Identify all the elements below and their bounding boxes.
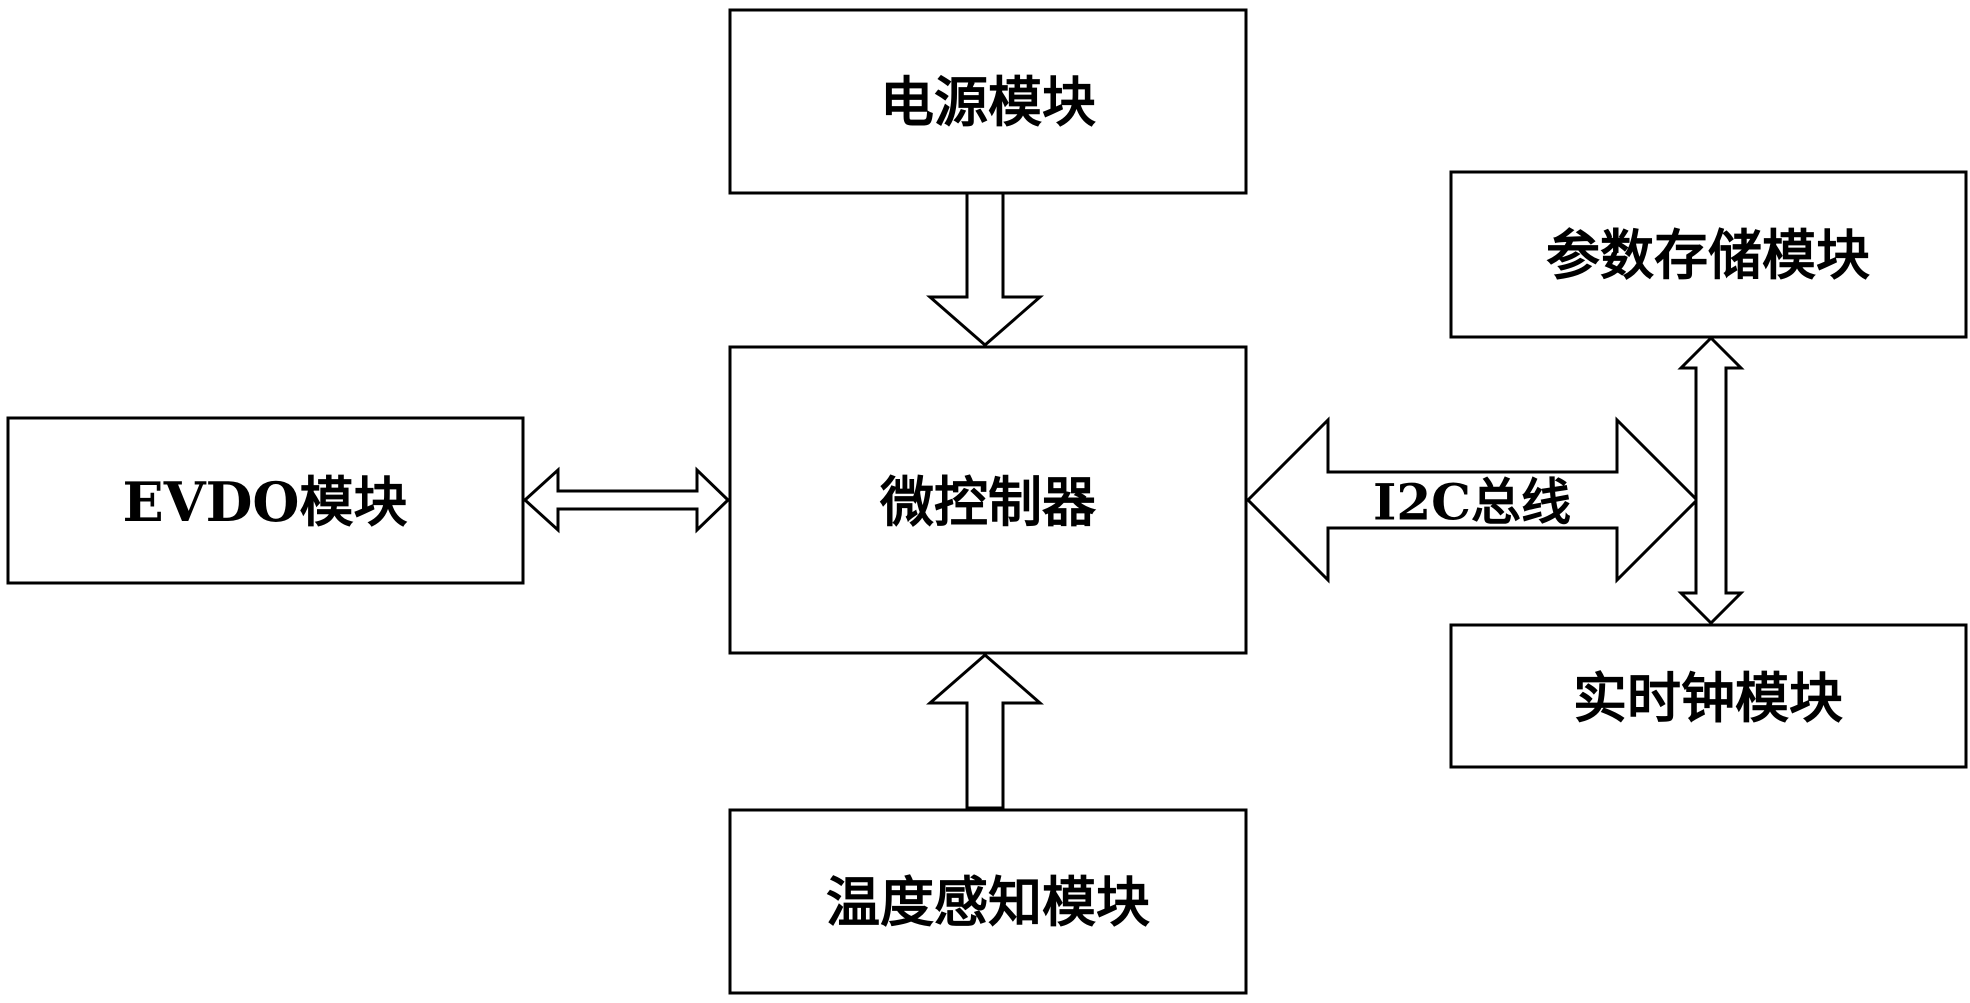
temperature-to-mcu-arrow [926,653,1044,810]
evdo-module-label: EVDO模块 [123,470,408,534]
power-module-label: 电源模块 [880,70,1096,134]
evdo-module-box [6,416,525,585]
power-module-box [728,8,1248,195]
parameter-storage-module-label: 参数存储模块 [1546,223,1870,287]
temperature-module-label: 温度感知模块 [826,870,1150,934]
storage-rtc-double-arrow [1677,335,1745,626]
rtc-module-label: 实时钟模块 [1573,666,1843,730]
temperature-module-box [728,808,1248,995]
power-to-mcu-arrow [926,191,1044,347]
microcontroller-label: 微控制器 [879,470,1097,534]
rtc-module-box [1449,623,1968,769]
i2c-bus-label: I2C总线 [1373,473,1571,532]
evdo-mcu-double-arrow [522,466,731,534]
parameter-storage-module-box [1449,170,1968,339]
microcontroller-box [728,345,1248,655]
